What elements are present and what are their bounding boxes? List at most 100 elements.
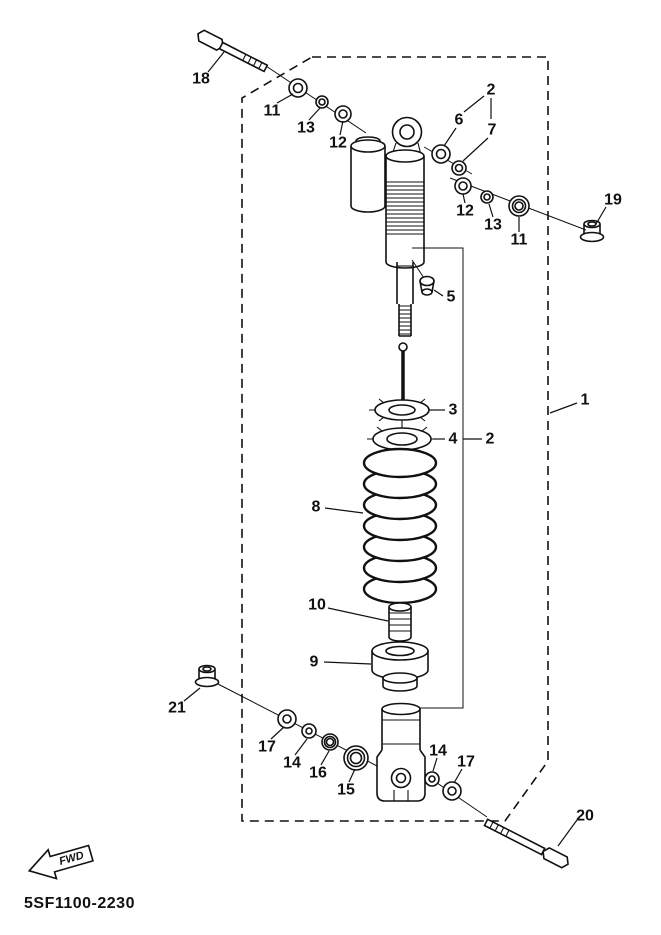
bolt-18-threads bbox=[242, 54, 263, 69]
adjuster-rod bbox=[398, 342, 408, 404]
spring-coil bbox=[362, 447, 438, 479]
rod-ball-end bbox=[398, 342, 408, 352]
stack-sides bbox=[388, 607, 412, 637]
clevis-body-sides bbox=[381, 709, 421, 750]
oring-13-left bbox=[315, 95, 329, 109]
fasteners-and-washers bbox=[194, 29, 605, 869]
fwd-arrow-shape bbox=[27, 844, 94, 880]
assembly-boundary-dashed bbox=[241, 56, 549, 822]
callout-21-19: 21 bbox=[168, 700, 186, 717]
top-mount-eye bbox=[391, 116, 423, 156]
nut-19 bbox=[579, 219, 605, 243]
body-collar-lines bbox=[386, 181, 424, 235]
leader-line-17-20 bbox=[270, 726, 285, 740]
leader-line-9-18 bbox=[323, 661, 372, 665]
plug-5 bbox=[419, 275, 435, 296]
callout-7-6: 7 bbox=[488, 122, 497, 139]
callout-14-21: 14 bbox=[283, 755, 301, 772]
washer-17-right bbox=[442, 781, 462, 801]
clevis-slot-lines bbox=[393, 790, 409, 801]
collar-inner bbox=[349, 751, 363, 765]
nut-hole bbox=[202, 666, 212, 672]
leader-line-12-7 bbox=[462, 193, 466, 204]
washer-inner bbox=[305, 727, 313, 735]
leader-line-20-26 bbox=[557, 819, 578, 847]
bump-stop-stack bbox=[388, 602, 412, 642]
clevis-body-lines bbox=[382, 719, 420, 745]
leader-line-15-23 bbox=[348, 768, 356, 783]
leader-line-7-6 bbox=[462, 137, 489, 162]
leader-line-13-8 bbox=[488, 203, 494, 218]
callout-4-13: 4 bbox=[449, 431, 458, 448]
collar-15 bbox=[343, 745, 369, 771]
collar-16 bbox=[321, 733, 339, 751]
callout-16-22: 16 bbox=[309, 765, 327, 782]
callout-13-8: 13 bbox=[484, 217, 502, 234]
washer-14-right bbox=[424, 771, 440, 787]
clevis-mount bbox=[376, 702, 426, 802]
bolt-20-head bbox=[542, 847, 569, 869]
washer-inner bbox=[428, 775, 436, 783]
callout-2-4: 2 bbox=[487, 82, 496, 99]
bolt-18 bbox=[197, 29, 269, 73]
callout-1-15: 1 bbox=[581, 392, 590, 409]
reservoir-top bbox=[350, 139, 386, 153]
callout-5-11: 5 bbox=[447, 289, 456, 306]
oring-inner bbox=[318, 98, 326, 106]
leader-line-12-3 bbox=[339, 120, 344, 136]
callout-17-25: 17 bbox=[457, 754, 475, 771]
callout-12-3: 12 bbox=[329, 135, 347, 152]
washer-12-right bbox=[454, 177, 472, 195]
leader-line-14-21 bbox=[294, 738, 308, 756]
callout-2-14: 2 bbox=[486, 431, 495, 448]
callout-12-7: 12 bbox=[456, 203, 474, 220]
damper-body bbox=[385, 149, 425, 269]
leader-line-17-25 bbox=[453, 768, 463, 784]
callout-13-2: 13 bbox=[297, 120, 315, 137]
bolt-18-head bbox=[197, 29, 224, 51]
leader-line-2-4 bbox=[463, 95, 485, 113]
guide-top-inner bbox=[385, 645, 415, 657]
part-code: 5SF1100-2230 bbox=[24, 895, 135, 912]
spring-adjuster-ring bbox=[367, 424, 437, 454]
guide-collar-sides bbox=[382, 678, 418, 692]
callout-11-1: 11 bbox=[264, 103, 281, 120]
callout-10-17: 10 bbox=[308, 597, 326, 614]
washer-17-left bbox=[277, 709, 297, 729]
callout-3-12: 3 bbox=[449, 402, 458, 419]
leader-line-10-17 bbox=[327, 607, 389, 622]
body-sides bbox=[385, 156, 425, 262]
bolt-20-shaft bbox=[483, 818, 546, 856]
collar-6 bbox=[431, 144, 451, 164]
washer-12-left bbox=[334, 105, 352, 123]
collar-11-left bbox=[288, 78, 308, 98]
callout-9-18: 9 bbox=[310, 654, 319, 671]
plug-bottom bbox=[421, 288, 433, 296]
washer-7 bbox=[451, 160, 467, 176]
leader-line-18-0 bbox=[207, 51, 225, 73]
callout-8-16: 8 bbox=[312, 499, 321, 516]
washer-14-left bbox=[301, 723, 317, 739]
nut-flange bbox=[579, 231, 605, 243]
leader-line-21-19 bbox=[183, 687, 201, 702]
callout-15-23: 15 bbox=[337, 782, 355, 799]
collar-inner bbox=[514, 201, 524, 211]
body-top bbox=[385, 149, 425, 163]
callout-20-26: 20 bbox=[576, 808, 594, 825]
stack-top bbox=[388, 602, 412, 612]
guide-collar bbox=[382, 672, 418, 684]
stack-bottom bbox=[388, 636, 412, 642]
reservoir-sides bbox=[350, 146, 386, 206]
fwd-arrow: FWD bbox=[27, 844, 94, 880]
nut-flange bbox=[194, 676, 220, 688]
leader-line-16-22 bbox=[320, 750, 330, 766]
coil-spring bbox=[362, 447, 438, 605]
leader-line-8-16 bbox=[324, 507, 364, 514]
preload-thread-lines bbox=[386, 185, 424, 231]
bolt-20-threads bbox=[489, 821, 510, 837]
leader-line-11-1 bbox=[276, 93, 294, 104]
stack-ribs bbox=[389, 612, 411, 632]
